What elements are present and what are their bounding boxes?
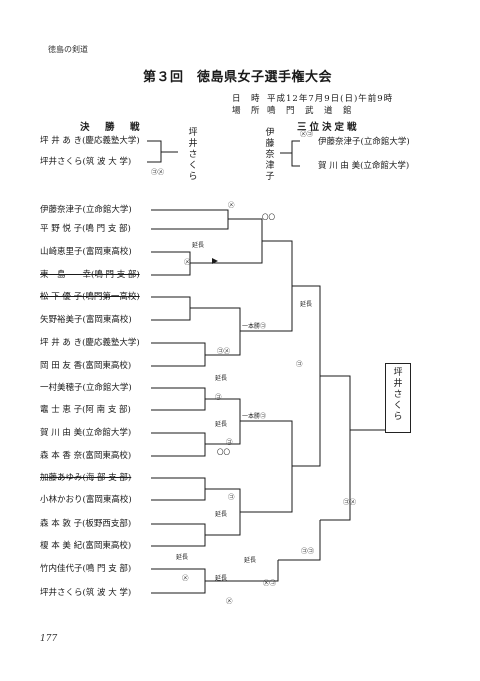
bracket-player: 賀 川 由 美(立命館大学) — [40, 428, 132, 438]
bracket-player: 加藤あゆみ(海 部 支 部) — [40, 473, 132, 483]
final-player-b: 坪井さくら(筑 波 大 学) — [40, 157, 132, 167]
date-value: 平成12年7月9日(日)午前9時 — [267, 94, 394, 104]
final-score: ㋙㋱ — [151, 168, 164, 176]
bracket-player: 榎 本 美 紀(富岡東高校) — [40, 541, 132, 551]
encho-label: 延長 — [215, 421, 228, 428]
bracket-player: 松 下 優 子(鳴門第一高校) — [40, 292, 140, 302]
result-mark: 〇〇 — [262, 213, 275, 221]
result-mark: ㋙㋱ — [217, 347, 230, 355]
bracket-player: 坪 井 あ き(慶応義塾大学) — [40, 338, 140, 348]
encho-label: 延長 — [300, 301, 313, 308]
result-mark: ㋱ — [182, 574, 189, 582]
ippon-label: 一本勝㋙ — [242, 323, 267, 330]
result-mark: ㋱㋙ — [263, 579, 276, 587]
result-mark: ㋙ — [215, 393, 222, 401]
page-number: 177 — [40, 634, 58, 644]
result-mark: ㋙㋙ — [301, 547, 314, 555]
bracket-player: 平 野 悦 子(鳴 門 支 部) — [40, 224, 131, 234]
bracket-player: 小林かおり(富岡東高校) — [40, 495, 132, 505]
result-mark: ㋙ — [296, 360, 303, 368]
bracket-player: 岡 田 友 香(富岡東高校) — [40, 361, 132, 371]
encho-label: 延長 — [215, 575, 228, 582]
result-mark: ㋱ — [228, 201, 235, 209]
bracket-player: 坪井さくら(筑 波 大 学) — [40, 588, 132, 598]
final-winner-vertical: 坪井さくら — [188, 128, 198, 182]
bracket-player: 竹内佳代子(鳴 門 支 部) — [40, 564, 132, 574]
encho-label: 延長 — [244, 557, 257, 564]
final-heading: 決 勝 戦 — [80, 122, 143, 133]
encho-label: 延長 — [176, 554, 189, 561]
champion-box: 坪井さくら — [385, 363, 411, 433]
result-mark: ㋙㋱ — [343, 498, 356, 506]
date-label: 日 時 — [232, 94, 261, 104]
running-head: 徳島の剣道 — [48, 45, 88, 54]
result-mark: 〇〇 — [217, 448, 230, 456]
third-player-b: 賀 川 由 美(立命館大学) — [318, 161, 410, 171]
final-player-a: 坪 井 あ き(慶応義塾大学) — [40, 136, 140, 146]
encho-label: 延長 — [215, 511, 228, 518]
bracket-player: 一村美穂子(立命館大学) — [40, 383, 132, 393]
ippon-label: 一本勝㋙ — [242, 413, 267, 420]
champion-name: 坪井さくら — [393, 368, 403, 422]
venue-label: 場 所 — [232, 106, 261, 116]
bracket-player: 東 島 幸(鳴 門 支 部) — [40, 270, 140, 280]
page-title: 第３回 徳島県女子選手権大会 — [143, 70, 333, 85]
third-player-a: 伊藤奈津子(立命館大学) — [318, 137, 410, 147]
bracket-player: 森 本 敦 子(板野西支部) — [40, 519, 132, 529]
encho-label: 延長 — [192, 242, 205, 249]
result-mark: ㋱ — [226, 597, 233, 605]
third-place-heading: 三位決定戦 — [297, 122, 360, 133]
third-winner-vertical: 伊藤奈津子 — [265, 128, 275, 182]
bracket-player: 矢野裕美子(富岡東高校) — [40, 315, 132, 325]
result-mark: ㋙ — [228, 493, 235, 501]
bracket-player: 山崎恵里子(富岡東高校) — [40, 247, 132, 257]
venue-value: 鳴 門 武 道 館 — [267, 106, 353, 116]
result-mark: ㋙ — [226, 438, 233, 446]
result-mark: ㋱ — [184, 258, 191, 266]
encho-label: 延長 — [215, 375, 228, 382]
third-score: ㋱㋙ — [300, 130, 313, 138]
bracket-player: 伊藤奈津子(立命館大学) — [40, 205, 132, 215]
arrow-marker — [212, 258, 218, 264]
bracket-player: 竈 士 恵 子(阿 南 支 部) — [40, 405, 131, 415]
bracket-player: 森 本 香 奈(富岡東高校) — [40, 451, 132, 461]
